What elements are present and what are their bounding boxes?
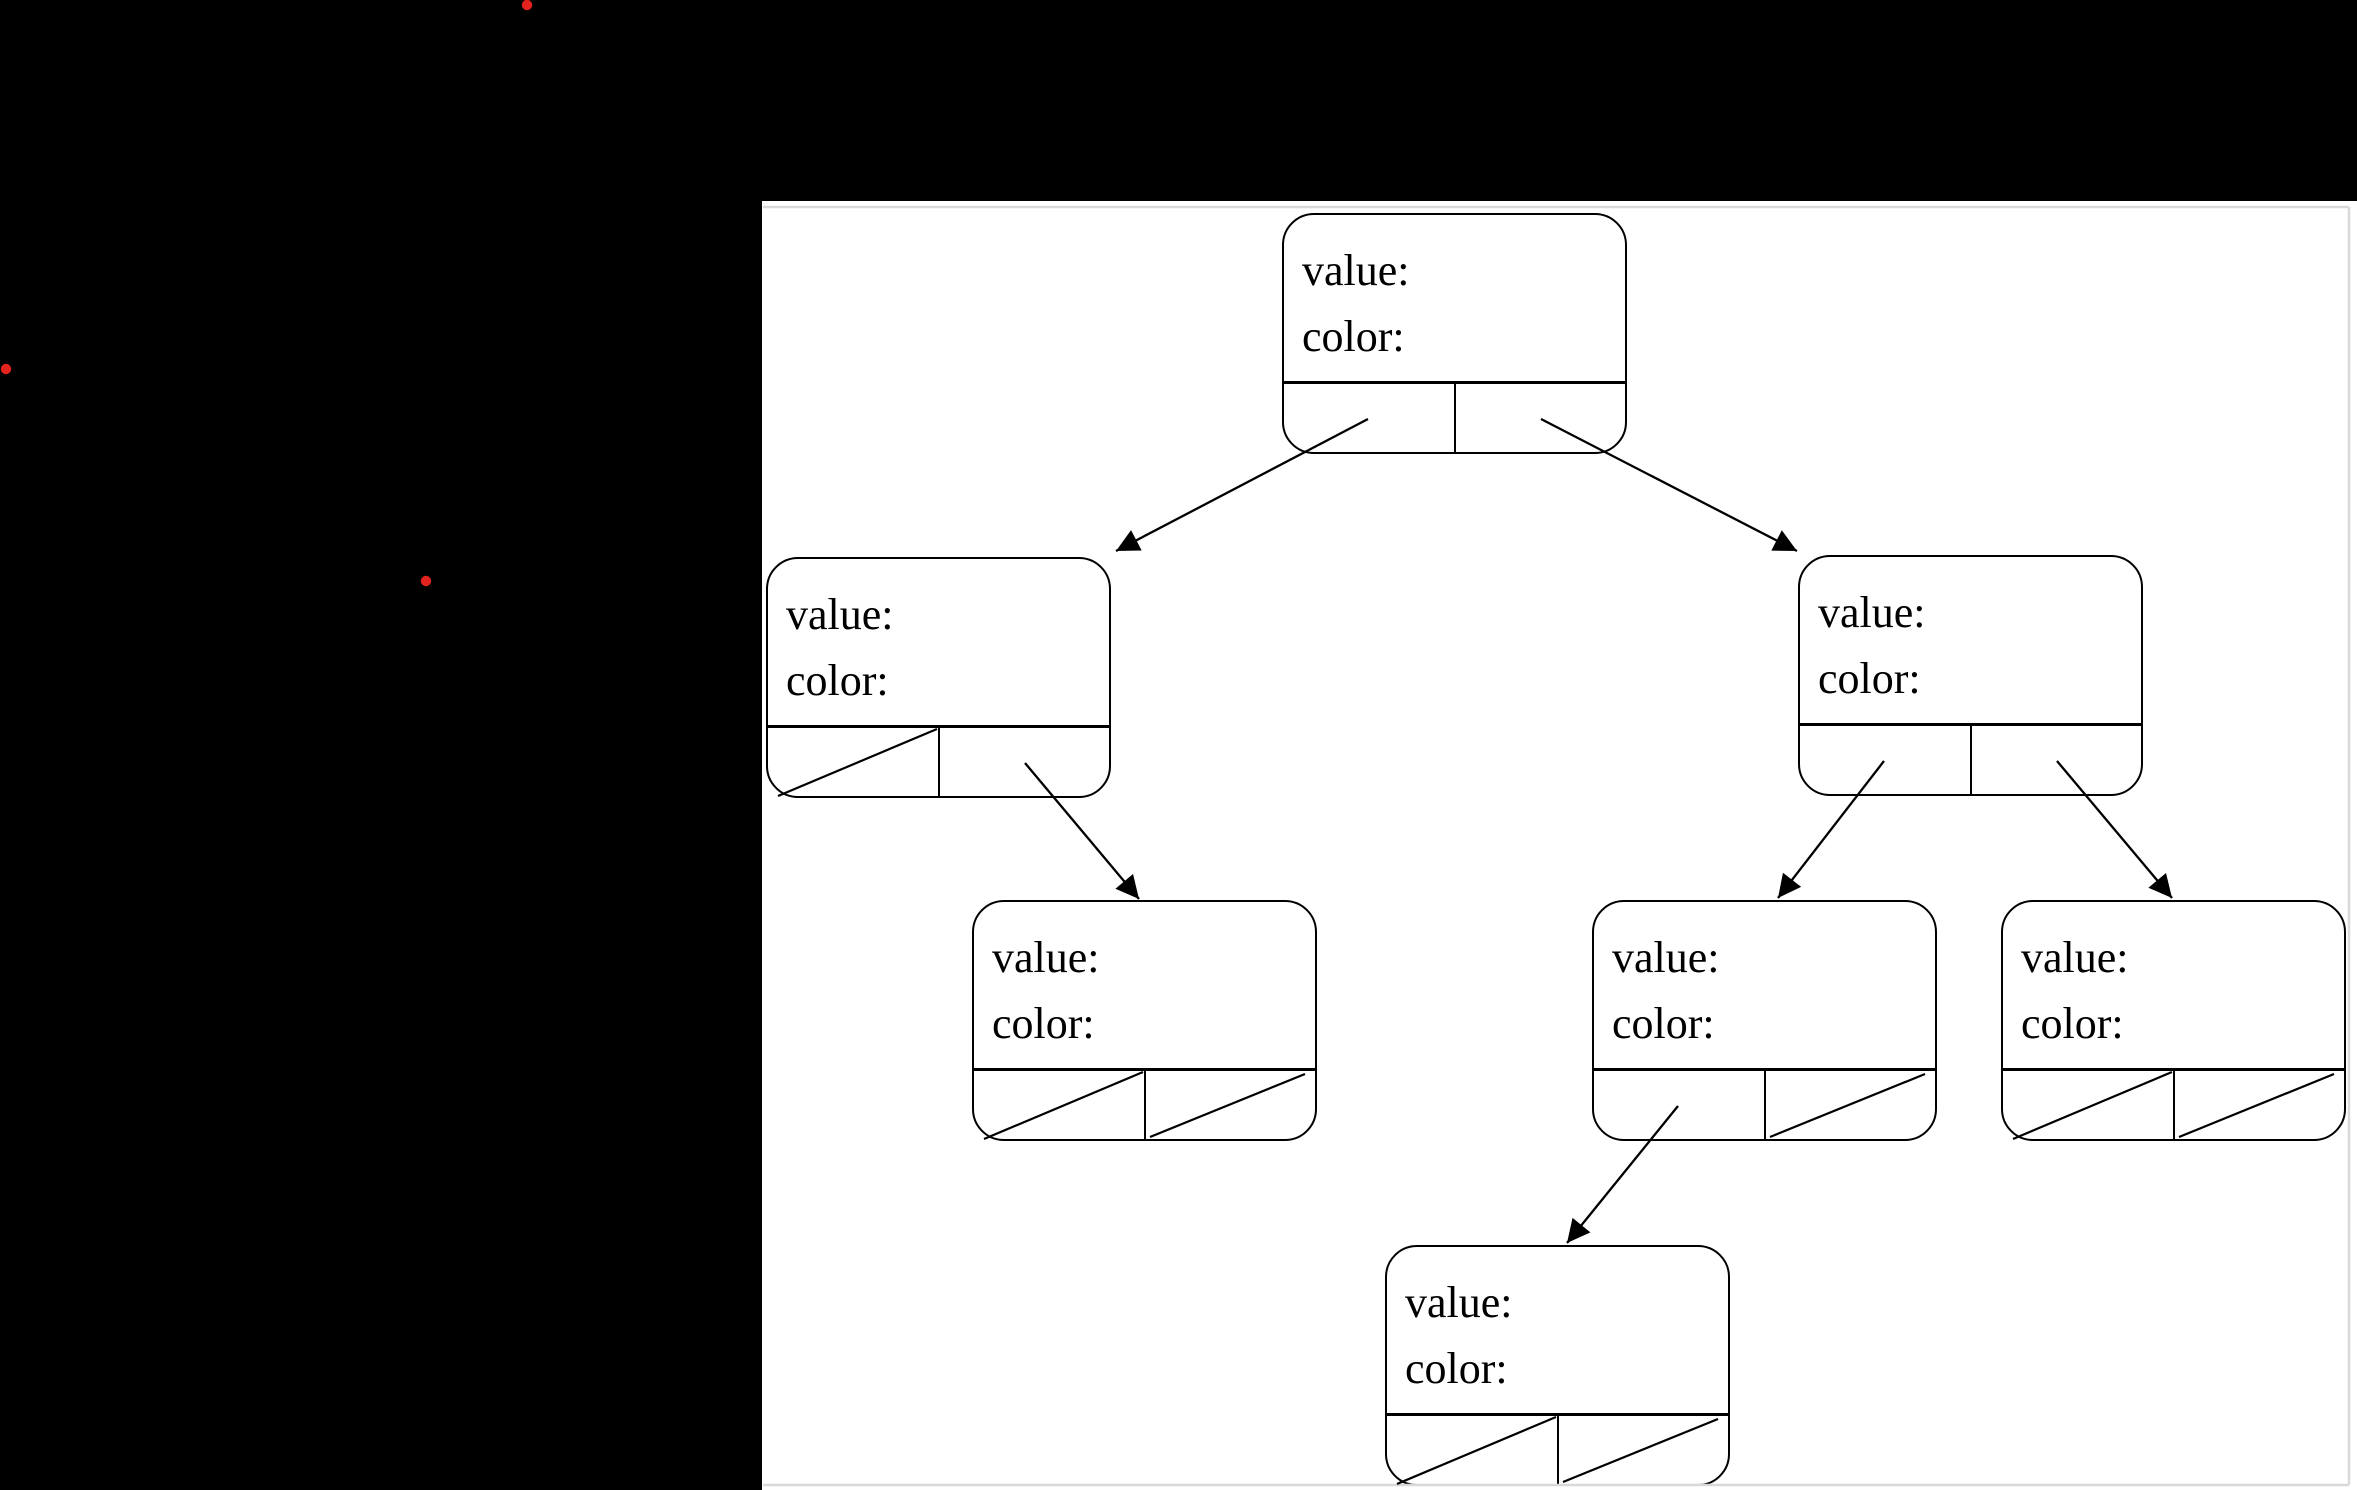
node-color-label: color: [1405,1344,1508,1393]
tree-node-bottom-node: value: color: [1385,1245,1730,1486]
node-value-label: value: [2021,933,2129,982]
node-left-pointer-cell [2003,1071,2173,1139]
node-pointer-row [2003,1068,2344,1139]
node-value-label: value: [1818,588,1926,637]
node-value-label: value: [1405,1278,1513,1327]
node-value-label: value: [1302,246,1410,295]
node-pointer-row [1800,723,2141,794]
node-left-pointer-cell [768,728,938,796]
node-left-pointer-cell [1284,384,1454,452]
node-color-label: color: [2021,999,2124,1048]
node-left-pointer-cell [1594,1071,1764,1139]
node-right-pointer-cell [937,728,1110,796]
node-right-pointer-cell [1143,1071,1316,1139]
tree-node-right-right-grandchild: value: color: [2001,900,2346,1141]
node-pointer-row [974,1068,1315,1139]
node-left-pointer-cell [1387,1416,1557,1484]
node-pointer-row [1284,381,1625,452]
node-right-pointer-cell [1969,726,2142,794]
node-color-label: color: [786,656,889,705]
node-left-pointer-cell [1800,726,1970,794]
node-value-label: value: [786,590,894,639]
node-right-pointer-cell [2172,1071,2345,1139]
tree-node-root: value: color: [1282,213,1627,454]
tree-node-left-right-grandchild: value: color: [972,900,1317,1141]
node-right-pointer-cell [1763,1071,1936,1139]
node-pointer-row [1594,1068,1935,1139]
node-color-label: color: [992,999,1095,1048]
tree-node-right-child: value: color: [1798,555,2143,796]
node-value-label: value: [992,933,1100,982]
node-color-label: color: [1612,999,1715,1048]
tree-node-left-child: value: color: [766,557,1111,798]
node-color-label: color: [1302,312,1405,361]
node-pointer-row [768,725,1109,796]
node-right-pointer-cell [1453,384,1626,452]
node-right-pointer-cell [1556,1416,1729,1484]
node-pointer-row [1387,1413,1728,1484]
node-value-label: value: [1612,933,1720,982]
node-left-pointer-cell [974,1071,1144,1139]
tree-node-right-left-grandchild: value: color: [1592,900,1937,1141]
node-color-label: color: [1818,654,1921,703]
